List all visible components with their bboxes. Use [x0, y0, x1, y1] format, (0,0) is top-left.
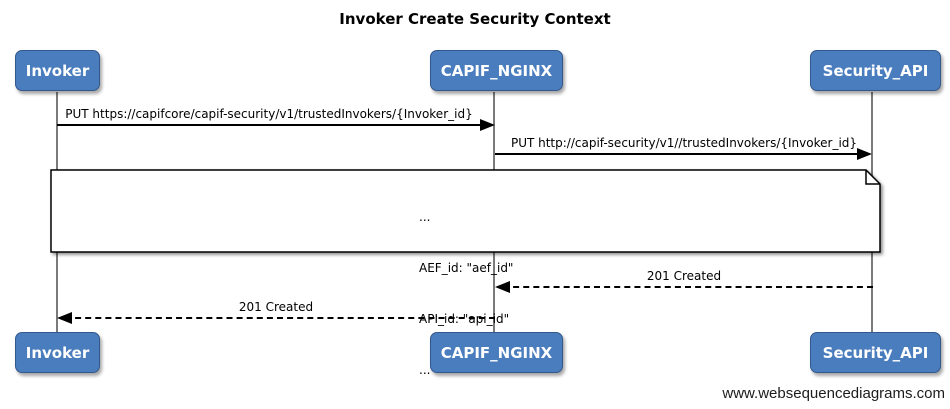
actor-box-capif-nginx-bottom: CAPIF_NGINX — [430, 332, 563, 373]
actor-label: CAPIF_NGINX — [440, 61, 553, 80]
actor-box-invoker-bottom: Invoker — [15, 332, 100, 373]
message-line — [495, 153, 858, 155]
message-line-dashed — [503, 286, 873, 288]
note-line: ... — [419, 363, 431, 377]
note-fold-icon — [865, 170, 880, 185]
message-label: 201 Created — [238, 300, 314, 314]
message-label: 201 Created — [646, 269, 722, 283]
actor-box-security-api-top: Security_API — [810, 50, 941, 91]
arrowhead-right-icon — [857, 148, 872, 160]
websequencediagrams-credit: www.websequencediagrams.com — [722, 385, 945, 402]
actor-label: CAPIF_NGINX — [440, 343, 553, 362]
actor-box-security-api-bottom: Security_API — [810, 332, 941, 373]
arrowhead-right-icon — [480, 119, 495, 131]
note-line: ... — [419, 210, 431, 224]
message-label: PUT http://capif-security/v1//trustedInv… — [510, 136, 858, 150]
note-content: ... AEF_id: "aef_id" API_id: "api_id" ..… — [419, 175, 513, 409]
message-label: PUT https://capifcore/capif-security/v1/… — [65, 107, 473, 121]
actor-label: Invoker — [25, 343, 90, 362]
actor-label: Invoker — [25, 61, 90, 80]
arrowhead-left-icon — [57, 312, 72, 324]
actor-label: Security_API — [822, 61, 929, 80]
diagram-title: Invoker Create Security Context — [339, 10, 611, 28]
actor-box-invoker-top: Invoker — [15, 50, 100, 91]
arrowhead-left-icon — [495, 281, 510, 293]
note-box — [50, 169, 881, 253]
note-line: API_id: "api_id" — [419, 312, 510, 326]
actor-box-capif-nginx-top: CAPIF_NGINX — [430, 50, 563, 91]
message-line — [57, 124, 481, 126]
message-line-dashed — [65, 317, 495, 319]
actor-label: Security_API — [822, 343, 929, 362]
note-outline — [50, 169, 881, 253]
note-line: AEF_id: "aef_id" — [419, 261, 514, 275]
